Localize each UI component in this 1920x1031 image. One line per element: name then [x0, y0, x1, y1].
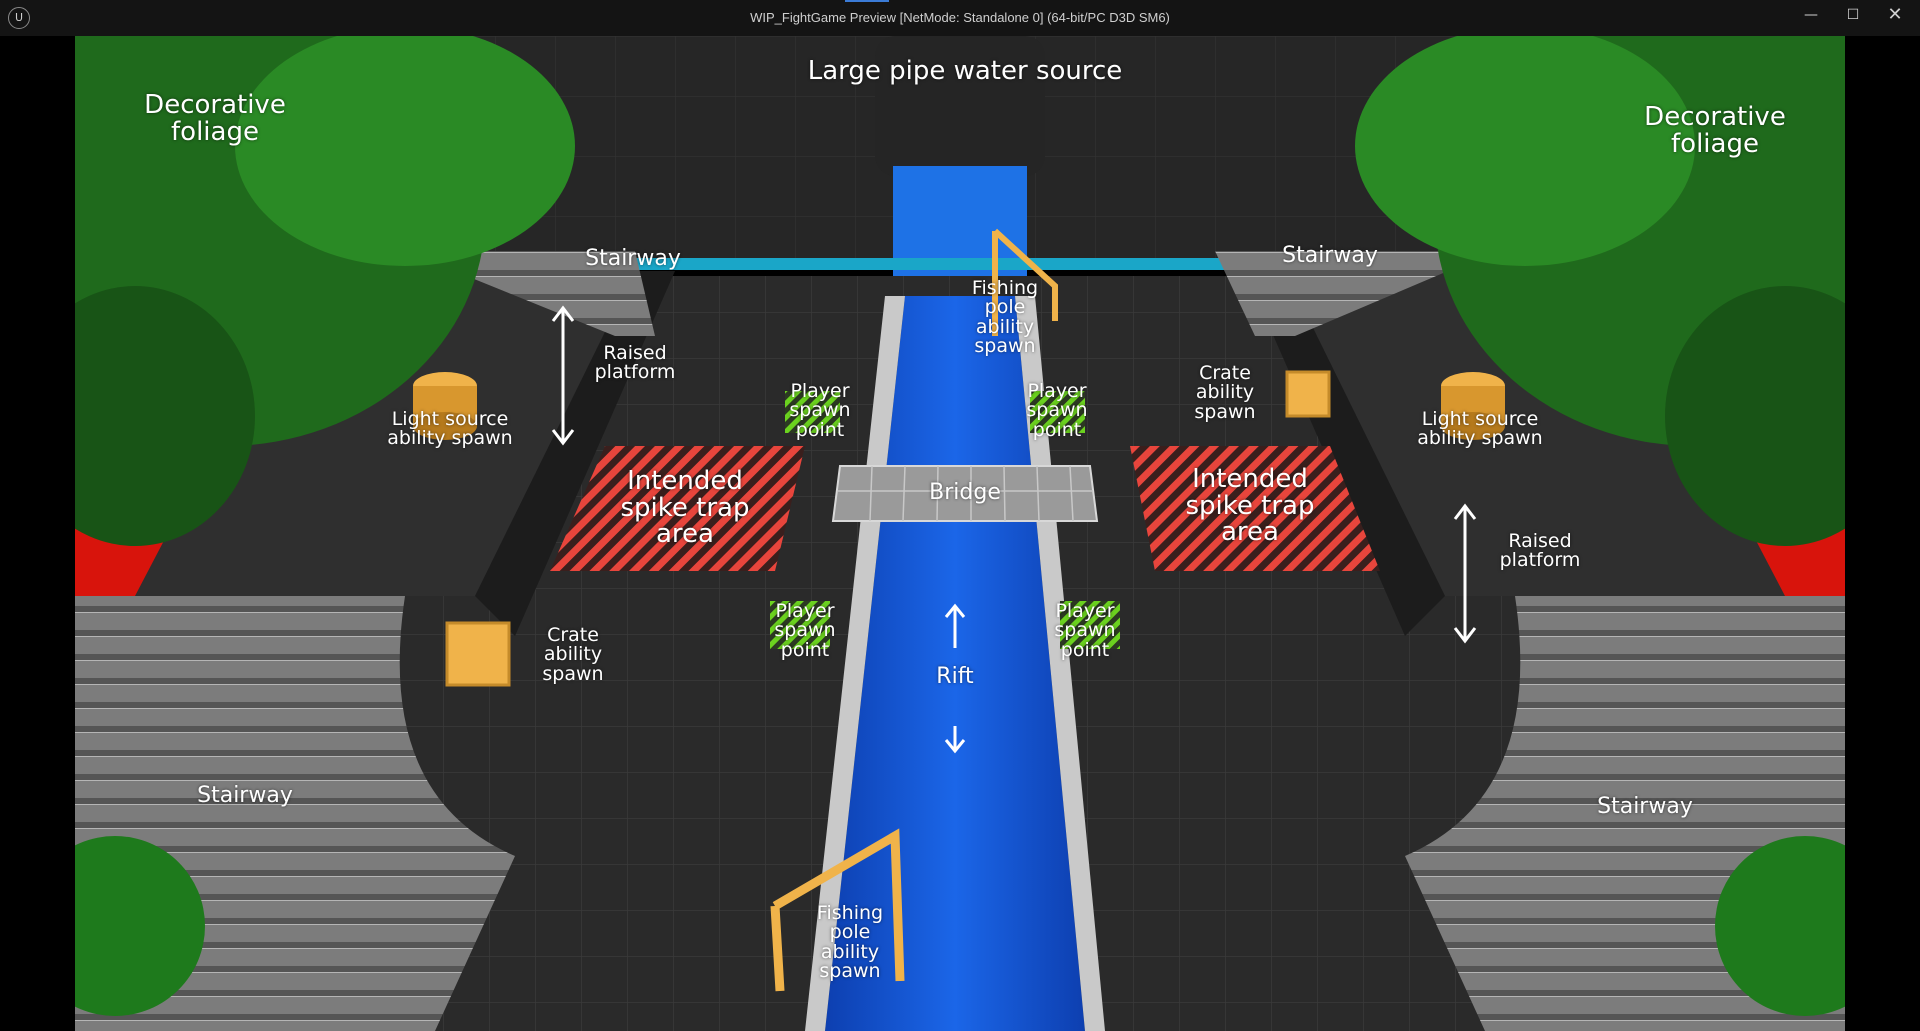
raised-platform-right — [1285, 271, 1785, 596]
title-bar: U WIP_FightGame Preview [NetMode: Standa… — [0, 0, 1920, 36]
rift-arrow-up — [944, 603, 966, 648]
label-rift: Rift — [936, 664, 974, 689]
fishing-pole-bottom — [770, 828, 905, 992]
label-stairway-bottom-left: Stairway — [197, 783, 293, 808]
crate-pickup-right — [1285, 370, 1331, 418]
title-accent — [845, 0, 889, 2]
label-stairway-top-right: Stairway — [1282, 243, 1378, 268]
raised-platform-left — [135, 271, 635, 596]
water-pipe — [875, 36, 1045, 176]
label-spawn-tl: Player spawn point — [789, 380, 851, 441]
spike-trap-area-left — [550, 446, 805, 571]
arena-scene[interactable]: Large pipe water source Decorative folia… — [75, 36, 1845, 1031]
player-spawn-marker-br — [1060, 601, 1120, 649]
platform-right-wall — [1245, 271, 1445, 636]
label-foliage-right: Decorative foliage — [1644, 102, 1786, 159]
close-icon: ✕ — [1887, 4, 1903, 25]
game-viewport[interactable]: Large pipe water source Decorative folia… — [0, 36, 1920, 1031]
spike-trap-area-right — [1130, 446, 1380, 571]
minimize-button[interactable]: — — [1790, 0, 1832, 30]
bridge — [831, 465, 1099, 522]
platform-left-wall — [475, 271, 675, 636]
label-fishing-bottom: Fishing pole ability spawn — [816, 902, 884, 983]
label-spike-right: Intended spike trap area — [1185, 464, 1315, 548]
arena-render — [75, 36, 1845, 1031]
stairway-top-right — [1215, 251, 1495, 336]
bush-bottom-left — [75, 836, 205, 1016]
raised-platform-arrow-left — [551, 305, 575, 446]
waterfall — [893, 166, 1027, 276]
label-fishing-top: Fishing pole ability spawn — [971, 277, 1039, 358]
fishing-pole-top — [992, 228, 1058, 336]
label-spawn-br: Player spawn point — [1054, 600, 1116, 661]
label-raised-platform-right: Raised platform — [1499, 530, 1581, 572]
maximize-icon: ☐ — [1846, 7, 1860, 23]
label-crate-left: Crate ability spawn — [542, 624, 604, 685]
label-spike-left: Intended spike trap area — [620, 466, 750, 550]
label-crate-right: Crate ability spawn — [1194, 362, 1256, 423]
label-water-source: Large pipe water source — [807, 56, 1123, 86]
bush-bottom-right — [1715, 836, 1845, 1016]
maximize-button[interactable]: ☐ — [1832, 0, 1874, 30]
player-spawn-marker-bl — [770, 601, 830, 649]
label-stairway-bottom-right: Stairway — [1597, 794, 1693, 819]
label-foliage-left: Decorative foliage — [144, 90, 286, 147]
label-bridge: Bridge — [929, 480, 1001, 505]
label-stairway-top-left: Stairway — [585, 246, 681, 271]
unreal-engine-logo-icon: U — [8, 7, 30, 29]
crate-pickup-left — [445, 621, 511, 687]
player-spawn-marker-tr — [1030, 391, 1085, 433]
label-light-left: Light source ability spawn — [387, 408, 513, 450]
minimize-icon: — — [1804, 7, 1818, 23]
window-title: WIP_FightGame Preview [NetMode: Standalo… — [750, 10, 1170, 25]
player-spawn-marker-tl — [785, 391, 840, 433]
label-spawn-bl: Player spawn point — [774, 600, 836, 661]
label-spawn-tr: Player spawn point — [1026, 380, 1088, 441]
raised-platform-arrow-right — [1453, 503, 1477, 644]
label-raised-platform-left: Raised platform — [594, 342, 676, 384]
close-button[interactable]: ✕ — [1874, 0, 1916, 30]
label-light-right: Light source ability spawn — [1417, 408, 1543, 450]
rift-arrow-down — [944, 726, 966, 754]
